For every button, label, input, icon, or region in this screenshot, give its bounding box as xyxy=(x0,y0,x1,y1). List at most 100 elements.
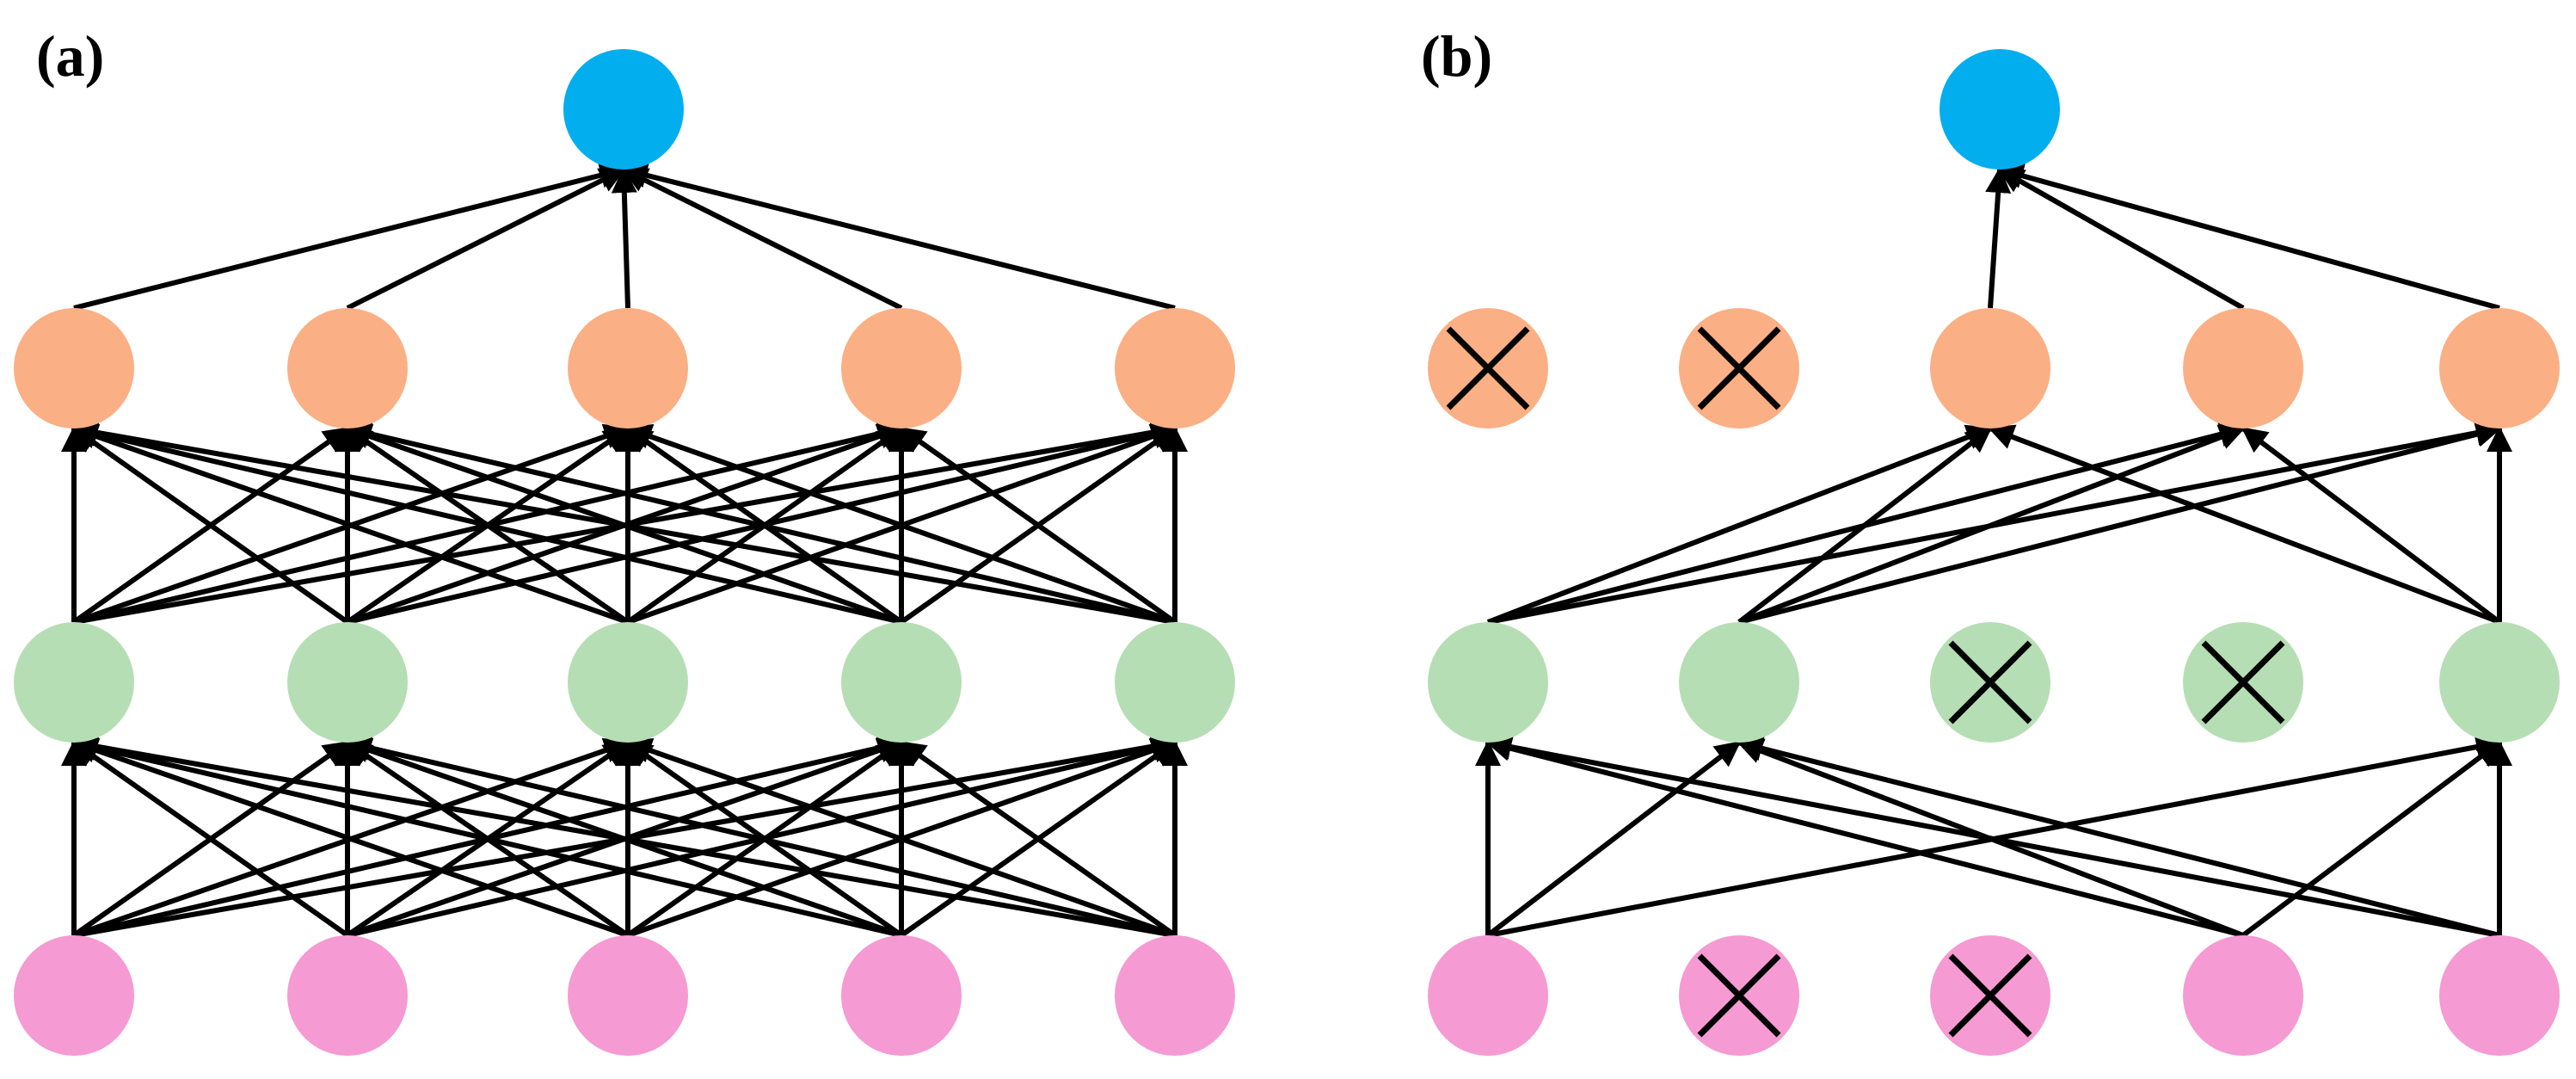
edge-hidden1-4-to-hidden2-2 xyxy=(625,423,1177,625)
edge-hidden1-1-to-hidden2-4 xyxy=(1738,422,2502,625)
hidden2-node-4-circle xyxy=(1115,308,1235,429)
edge-input-4-to-hidden1-1 xyxy=(345,735,1176,938)
hidden1-node-4-circle xyxy=(2439,622,2560,743)
edge-input-4-to-hidden1-2 xyxy=(625,737,1176,938)
edge-input-3-to-hidden1-0 xyxy=(71,735,902,938)
hidden2-node-2 xyxy=(1930,308,2050,429)
hidden2-node-4 xyxy=(2439,308,2560,429)
output-node-0-circle xyxy=(563,49,684,170)
hidden1-node-1 xyxy=(1679,622,1799,743)
dropped-x-icon xyxy=(1948,640,2032,724)
input-node-1-circle xyxy=(287,935,408,1056)
edge-input-4-to-hidden1-3 xyxy=(899,740,1177,938)
hidden2-node-1-circle xyxy=(287,308,408,429)
edge-input-2-to-hidden1-0 xyxy=(71,737,629,938)
edge-hidden1-4-to-hidden2-3 xyxy=(899,426,1177,625)
hidden1-node-0 xyxy=(14,622,134,743)
panel-b-nodes xyxy=(1428,49,2560,1056)
dropped-x-icon xyxy=(1697,953,1781,1038)
edge-hidden1-2-to-hidden2-0 xyxy=(71,423,629,625)
edge-hidden1-1-to-hidden2-0 xyxy=(71,426,349,625)
output-node-0 xyxy=(1940,49,2060,170)
hidden1-node-3 xyxy=(841,622,962,743)
dropped-x-icon xyxy=(1697,326,1781,410)
hidden1-node-0 xyxy=(1428,622,1548,743)
hidden1-node-1-circle xyxy=(1679,622,1799,743)
hidden2-node-3 xyxy=(841,308,962,429)
hidden2-node-1 xyxy=(1679,308,1799,429)
hidden2-node-1 xyxy=(287,308,408,429)
output-node-0 xyxy=(563,49,684,170)
hidden1-node-4 xyxy=(2439,622,2560,743)
hidden2-node-0 xyxy=(1428,308,1548,429)
edge-hidden2-0-to-output-0 xyxy=(73,163,626,311)
hidden1-node-4-circle xyxy=(1115,622,1235,743)
hidden2-node-0-circle xyxy=(14,308,134,429)
hidden2-node-3 xyxy=(2183,308,2303,429)
panel-a-label: (a) xyxy=(36,23,104,89)
input-node-0 xyxy=(14,935,134,1056)
edge-hidden1-1-to-hidden2-2 xyxy=(1737,426,1993,625)
hidden2-node-3-circle xyxy=(841,308,962,429)
hidden1-node-1 xyxy=(287,622,408,743)
output-node-0-circle xyxy=(1940,49,2060,170)
edge-hidden1-3-to-hidden2-0 xyxy=(71,421,902,625)
edge-input-4-to-hidden1-0 xyxy=(1485,734,2500,938)
edge-hidden1-0-to-hidden2-2 xyxy=(1486,424,1993,625)
input-node-2 xyxy=(568,935,688,1056)
input-node-0-circle xyxy=(1428,935,1548,1056)
edge-input-0-to-hidden1-1 xyxy=(1486,740,1742,938)
edge-hidden2-4-to-output-0 xyxy=(1997,163,2500,311)
hidden1-node-1-circle xyxy=(287,622,408,743)
dropped-x-icon xyxy=(2201,640,2285,724)
input-node-4-circle xyxy=(2439,935,2560,1056)
input-node-4 xyxy=(1115,935,1235,1056)
input-node-0 xyxy=(1428,935,1548,1056)
dropped-x-icon xyxy=(1446,326,1530,410)
hidden1-node-3-circle xyxy=(841,622,962,743)
panel-b-edges xyxy=(1475,163,2512,938)
input-node-3 xyxy=(841,935,962,1056)
input-node-2 xyxy=(1930,935,2050,1056)
input-node-3-circle xyxy=(841,935,962,1056)
hidden1-node-2 xyxy=(1930,622,2050,743)
hidden2-node-4-circle xyxy=(2439,308,2560,429)
edge-hidden2-3-to-output-0 xyxy=(621,167,903,311)
edge-hidden1-4-to-hidden2-1 xyxy=(345,421,1176,625)
input-node-4-circle xyxy=(1115,935,1235,1056)
hidden1-node-2 xyxy=(568,622,688,743)
dropped-x-icon xyxy=(1948,953,2032,1038)
hidden1-node-4 xyxy=(1115,622,1235,743)
hidden2-node-2-circle xyxy=(568,308,688,429)
input-node-2-circle xyxy=(568,935,688,1056)
edge-input-3-to-hidden1-0 xyxy=(1485,736,2244,938)
edge-hidden1-4-to-hidden2-2 xyxy=(1988,424,2501,625)
panel-a-nodes xyxy=(14,49,1235,1056)
edge-input-4-to-hidden1-0 xyxy=(71,733,1176,938)
panel-a-standard-network: (a) xyxy=(14,23,1235,1056)
edge-input-4-to-hidden1-1 xyxy=(1737,736,2500,938)
edge-hidden1-1-to-hidden2-3 xyxy=(1737,424,2246,625)
hidden2-node-4 xyxy=(1115,308,1235,429)
input-node-4 xyxy=(2439,935,2560,1056)
edge-hidden2-2-to-output-0 xyxy=(1985,167,2012,309)
edge-hidden2-3-to-output-0 xyxy=(1997,167,2245,311)
edge-hidden2-2-to-output-0 xyxy=(611,167,637,309)
hidden2-node-0 xyxy=(14,308,134,429)
edge-hidden2-4-to-output-0 xyxy=(621,163,1176,311)
edge-input-1-to-hidden1-0 xyxy=(71,740,349,938)
hidden1-node-0-circle xyxy=(14,622,134,743)
input-node-1 xyxy=(1679,935,1799,1056)
edge-hidden1-4-to-hidden2-3 xyxy=(2241,426,2501,625)
input-node-3 xyxy=(2183,935,2303,1056)
hidden1-node-0-circle xyxy=(1428,622,1548,743)
hidden2-node-2 xyxy=(568,308,688,429)
edge-hidden1-4-to-hidden2-0 xyxy=(71,419,1176,625)
hidden1-node-3 xyxy=(2183,622,2303,743)
hidden1-node-2-circle xyxy=(568,622,688,743)
input-node-3-circle xyxy=(2183,935,2303,1056)
panel-a-edges xyxy=(61,163,1188,938)
edge-input-3-to-hidden1-4 xyxy=(2241,740,2502,938)
panel-b-dropout-network: (b) xyxy=(1421,23,2560,1056)
